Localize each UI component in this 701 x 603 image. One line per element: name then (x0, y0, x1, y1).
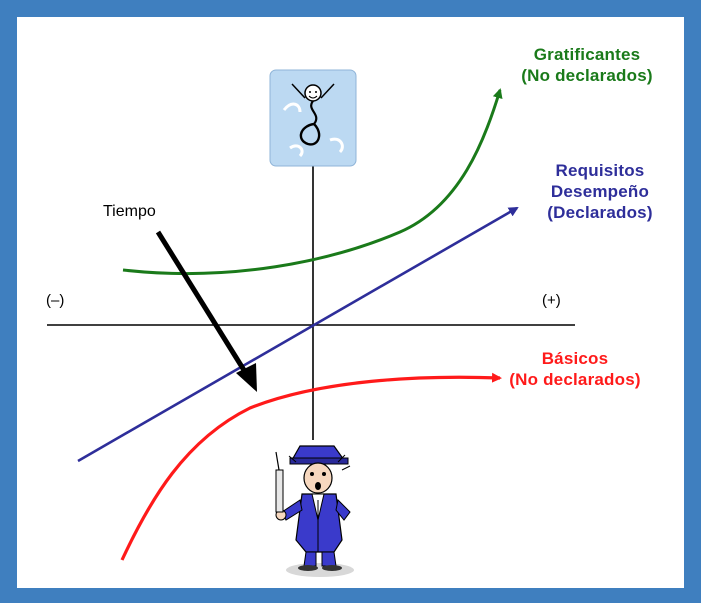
axis-negative-label: (–) (46, 292, 65, 309)
gratificantes-label-line2: (No declarados) (521, 66, 653, 85)
gratificantes-curve (122, 88, 503, 275)
angry-person-icon (275, 445, 354, 577)
requisitos-line (77, 206, 519, 463)
basicos-label-line1: Básicos (541, 349, 609, 368)
axis-positive-label: (+) (542, 292, 561, 309)
gratificantes-label-line1: Gratificantes (533, 45, 641, 64)
time-arrow-head (236, 363, 257, 392)
time-arrow-label: Tiempo (103, 203, 156, 220)
happy-person-icon (269, 69, 357, 167)
requisitos-label-line3: (Declarados) (547, 203, 653, 222)
requisitos-label-line2: Desempeño (550, 182, 650, 201)
basicos-label-line2: (No declarados) (509, 370, 641, 389)
gratificantes-label: Gratificantes (No declarados) (492, 44, 682, 86)
basicos-curve (120, 372, 502, 561)
requisitos-label-line1: Requisitos (555, 161, 645, 180)
time-arrow-shaft (155, 230, 250, 377)
requisitos-label: Requisitos Desempeño (Declarados) (515, 160, 685, 223)
basicos-label: Básicos (No declarados) (480, 348, 670, 390)
